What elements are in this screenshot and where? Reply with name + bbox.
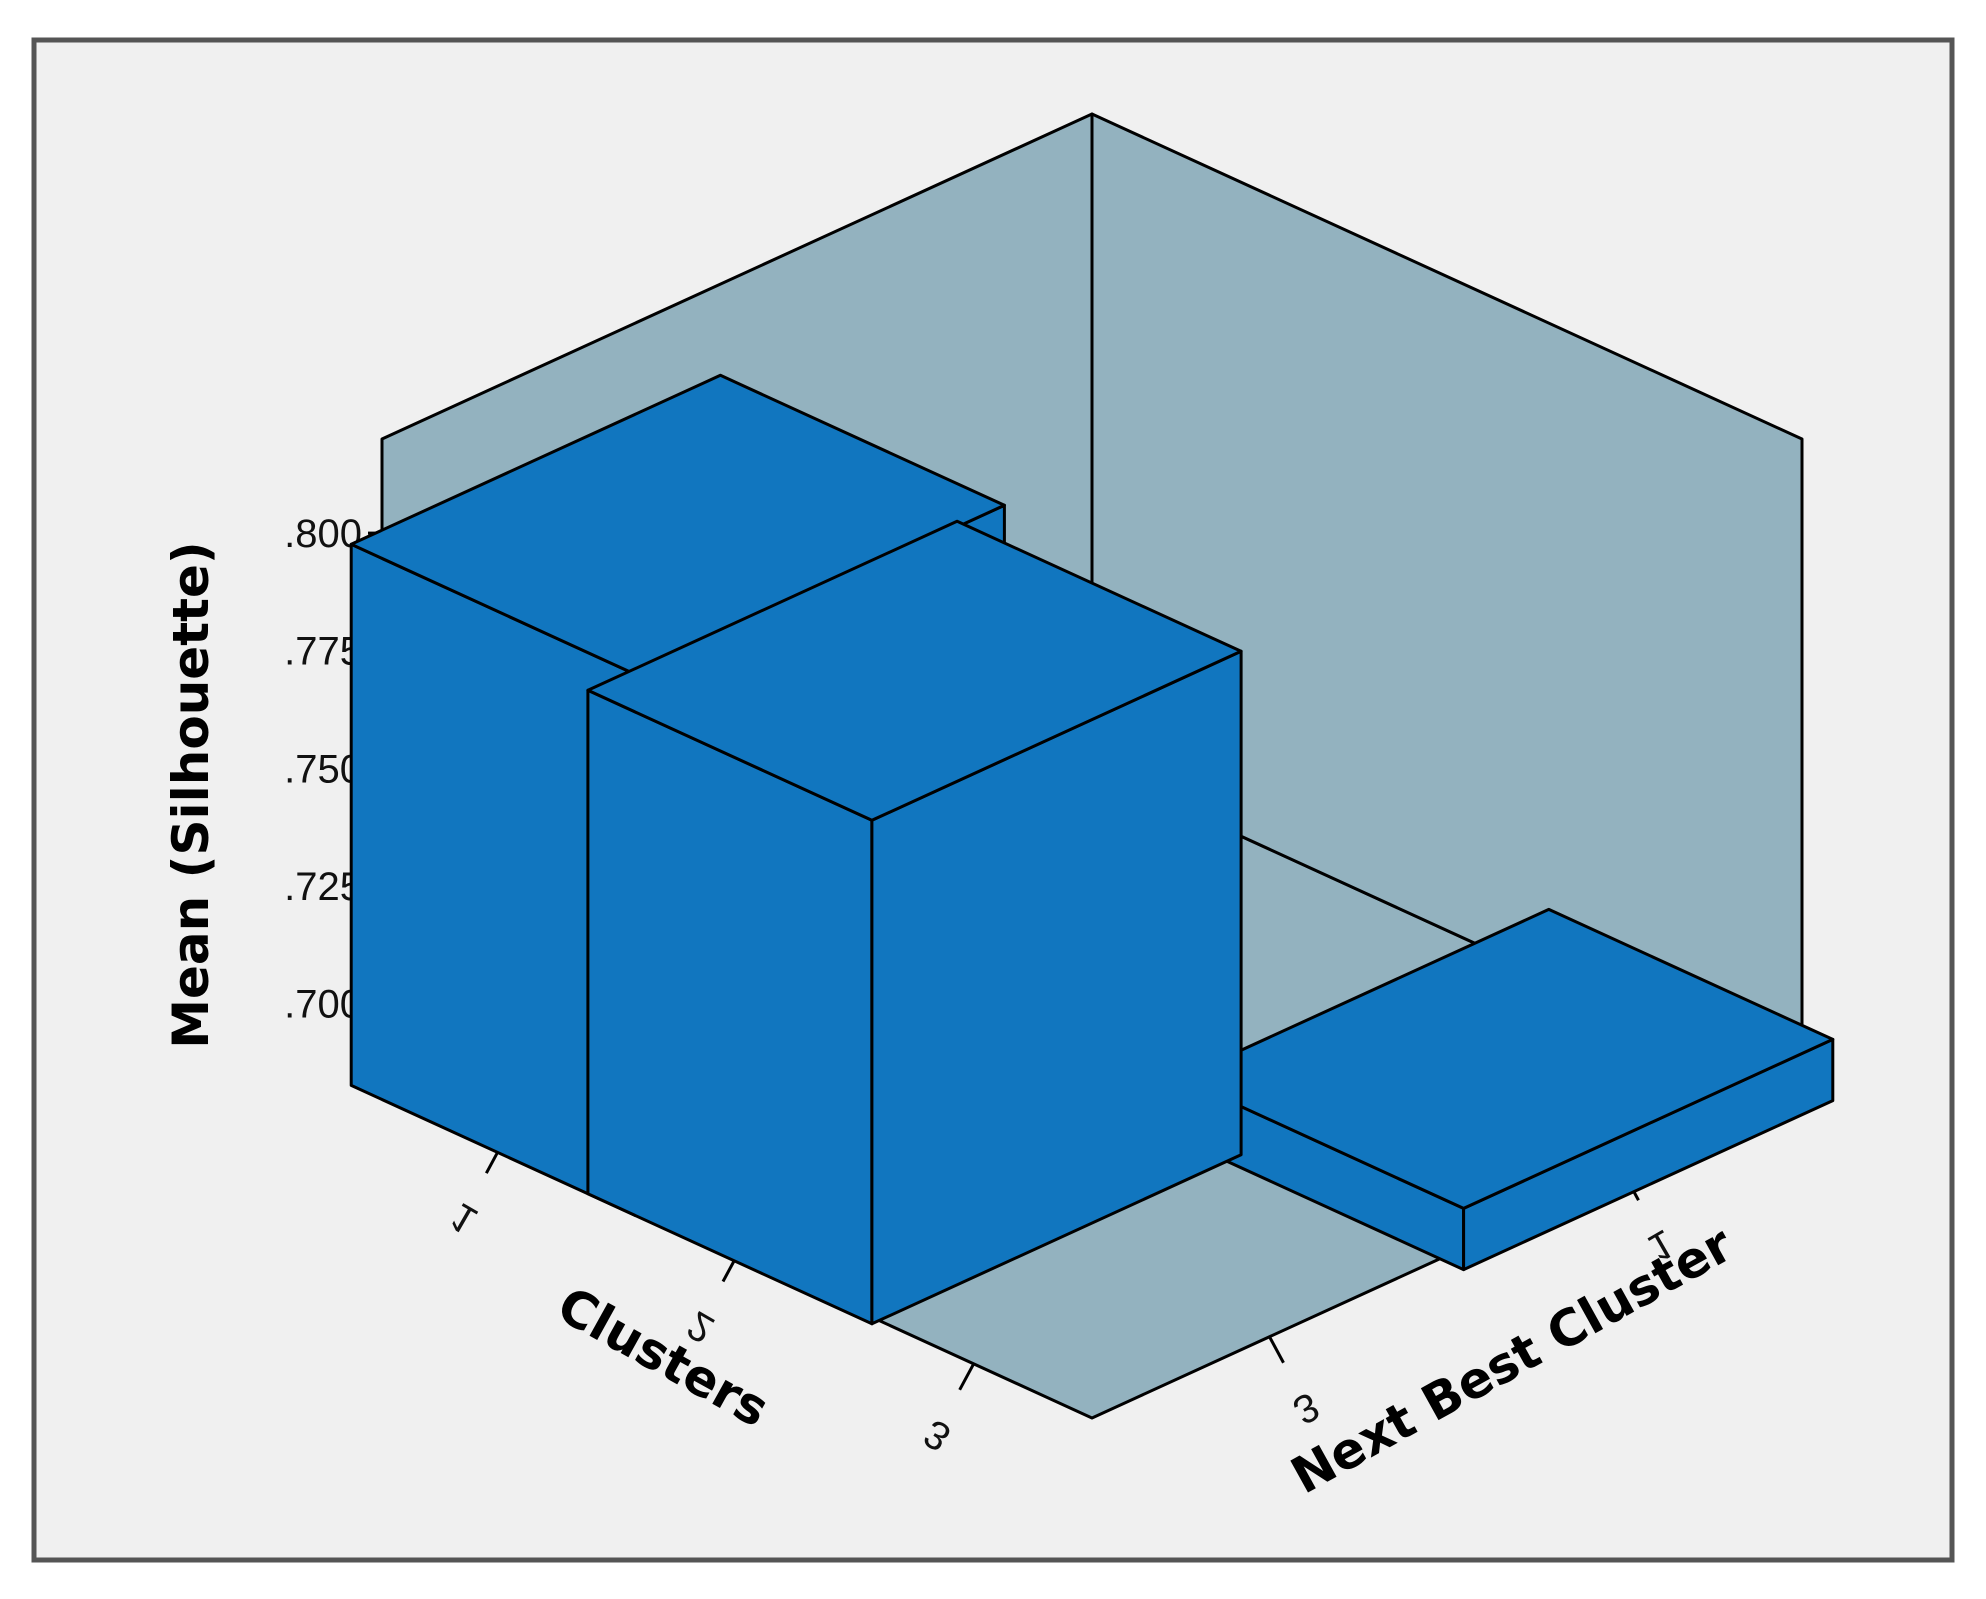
bar-top-face	[1178, 907, 1835, 1210]
next-best-tick	[1268, 1336, 1285, 1364]
right-wall	[1090, 112, 1804, 1095]
bar-top-face	[586, 519, 1243, 822]
y-tick-label: .700	[284, 983, 362, 1027]
y-axis-title: Mean (Silhouette)	[162, 541, 220, 1049]
bars	[349, 373, 1835, 1326]
bar	[1178, 907, 1835, 1272]
y-tick-label: .750	[284, 747, 362, 791]
y-tick-label: .775	[284, 630, 362, 674]
clusters-tick	[958, 1363, 975, 1391]
bar	[586, 519, 1243, 1326]
y-tick-label: .725	[284, 865, 362, 909]
y-tick-label: .800	[284, 512, 362, 556]
